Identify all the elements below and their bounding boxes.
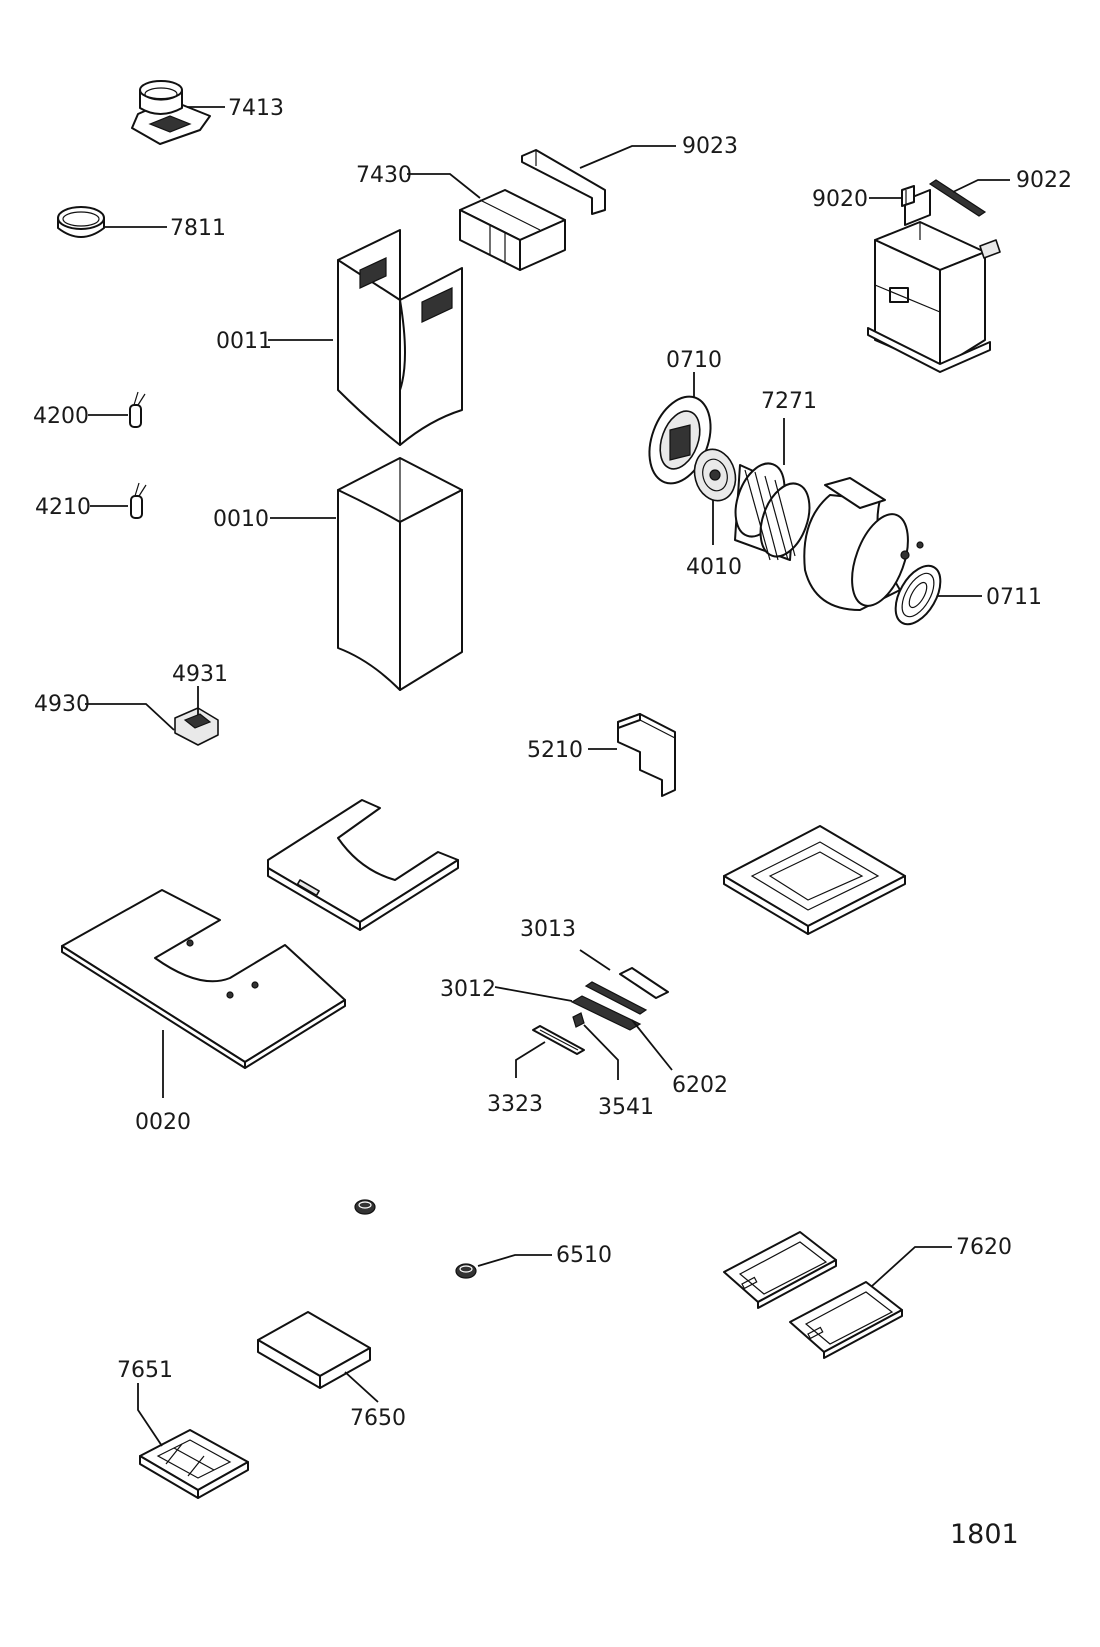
part-4010-motor bbox=[693, 448, 737, 502]
leader-4930 bbox=[85, 703, 175, 731]
label-9022: 9022 bbox=[1016, 168, 1072, 193]
label-9020: 9020 bbox=[812, 187, 868, 212]
label-0020: 0020 bbox=[135, 1110, 191, 1135]
part-3012-button-panel bbox=[570, 995, 642, 1031]
vent-slots-upper-right bbox=[421, 287, 453, 323]
label-0010: 0010 bbox=[213, 507, 269, 532]
part-motor-housing-frame bbox=[867, 189, 1001, 373]
label-9023: 9023 bbox=[682, 134, 738, 159]
leader-6510 bbox=[477, 1254, 552, 1267]
part-fan-housing bbox=[803, 477, 924, 611]
part-7620-grease-filter-2 bbox=[789, 1281, 903, 1359]
part-0020-hood-canopy bbox=[61, 889, 346, 1069]
part-4930-switch-block bbox=[174, 707, 219, 746]
part-7811-ring-collar bbox=[57, 206, 105, 238]
page-number: 1801 bbox=[950, 1519, 1019, 1550]
part-canopy-trim bbox=[267, 799, 459, 931]
part-9023-bracket bbox=[521, 149, 606, 215]
leader-9022 bbox=[952, 179, 1010, 193]
part-7430-duct-box bbox=[459, 189, 566, 271]
leader-7651 bbox=[137, 1383, 163, 1447]
part-5210-bracket-plate bbox=[617, 713, 676, 797]
label-3013: 3013 bbox=[520, 917, 576, 942]
label-5210: 5210 bbox=[527, 738, 583, 763]
leader-3541 bbox=[583, 1024, 619, 1080]
part-7620-grease-filter-1 bbox=[723, 1231, 837, 1309]
part-0011-upper-chimney bbox=[337, 229, 463, 446]
part-knob-upper bbox=[354, 1199, 376, 1215]
label-7413: 7413 bbox=[228, 96, 284, 121]
part-9022-rail bbox=[928, 179, 987, 217]
label-7430: 7430 bbox=[356, 163, 412, 188]
label-7811: 7811 bbox=[170, 216, 226, 241]
label-4010: 4010 bbox=[686, 555, 742, 580]
part-7651-filter-frame bbox=[139, 1429, 249, 1499]
part-9020-clip bbox=[901, 185, 915, 207]
vent-slots-upper-left bbox=[359, 257, 387, 289]
label-6510: 6510 bbox=[556, 1243, 612, 1268]
label-4931: 4931 bbox=[172, 662, 228, 687]
leader-7620 bbox=[871, 1246, 952, 1287]
leader-6202 bbox=[631, 1019, 673, 1071]
part-4210-capacitor bbox=[130, 482, 147, 519]
leader-3012 bbox=[494, 986, 573, 1002]
leader-7650 bbox=[344, 1371, 379, 1403]
leader-3323 bbox=[515, 1041, 546, 1078]
label-6202: 6202 bbox=[672, 1073, 728, 1098]
leader-9023 bbox=[579, 145, 676, 169]
label-4210: 4210 bbox=[35, 495, 91, 520]
label-4200: 4200 bbox=[33, 404, 89, 429]
part-3541-connector bbox=[572, 1012, 585, 1028]
part-7650-charcoal-filter bbox=[257, 1311, 371, 1389]
label-0011: 0011 bbox=[216, 329, 272, 354]
label-7271: 7271 bbox=[761, 389, 817, 414]
part-0710-fan-plate bbox=[648, 395, 712, 485]
label-3541: 3541 bbox=[598, 1095, 654, 1120]
part-0010-lower-chimney bbox=[337, 457, 463, 691]
label-0710: 0710 bbox=[666, 348, 722, 373]
leader-7430 bbox=[407, 173, 481, 199]
label-7650: 7650 bbox=[350, 1406, 406, 1431]
label-0711: 0711 bbox=[986, 585, 1042, 610]
part-3323-pcb bbox=[532, 1025, 585, 1055]
part-7413-outlet-flange bbox=[131, 80, 211, 145]
label-3012: 3012 bbox=[440, 977, 496, 1002]
part-3013-control-bar bbox=[619, 967, 669, 999]
label-7620: 7620 bbox=[956, 1235, 1012, 1260]
part-4200-capacitor bbox=[129, 391, 146, 428]
leader-3013 bbox=[579, 949, 611, 971]
label-4930: 4930 bbox=[34, 692, 90, 717]
part-6202-light-strip bbox=[584, 981, 648, 1015]
part-6510-knob bbox=[455, 1263, 477, 1279]
part-0711-grille bbox=[894, 564, 942, 626]
label-7651: 7651 bbox=[117, 1358, 173, 1383]
part-top-cover-plate bbox=[723, 825, 906, 935]
part-7271-impeller bbox=[734, 462, 811, 561]
label-3323: 3323 bbox=[487, 1092, 543, 1117]
